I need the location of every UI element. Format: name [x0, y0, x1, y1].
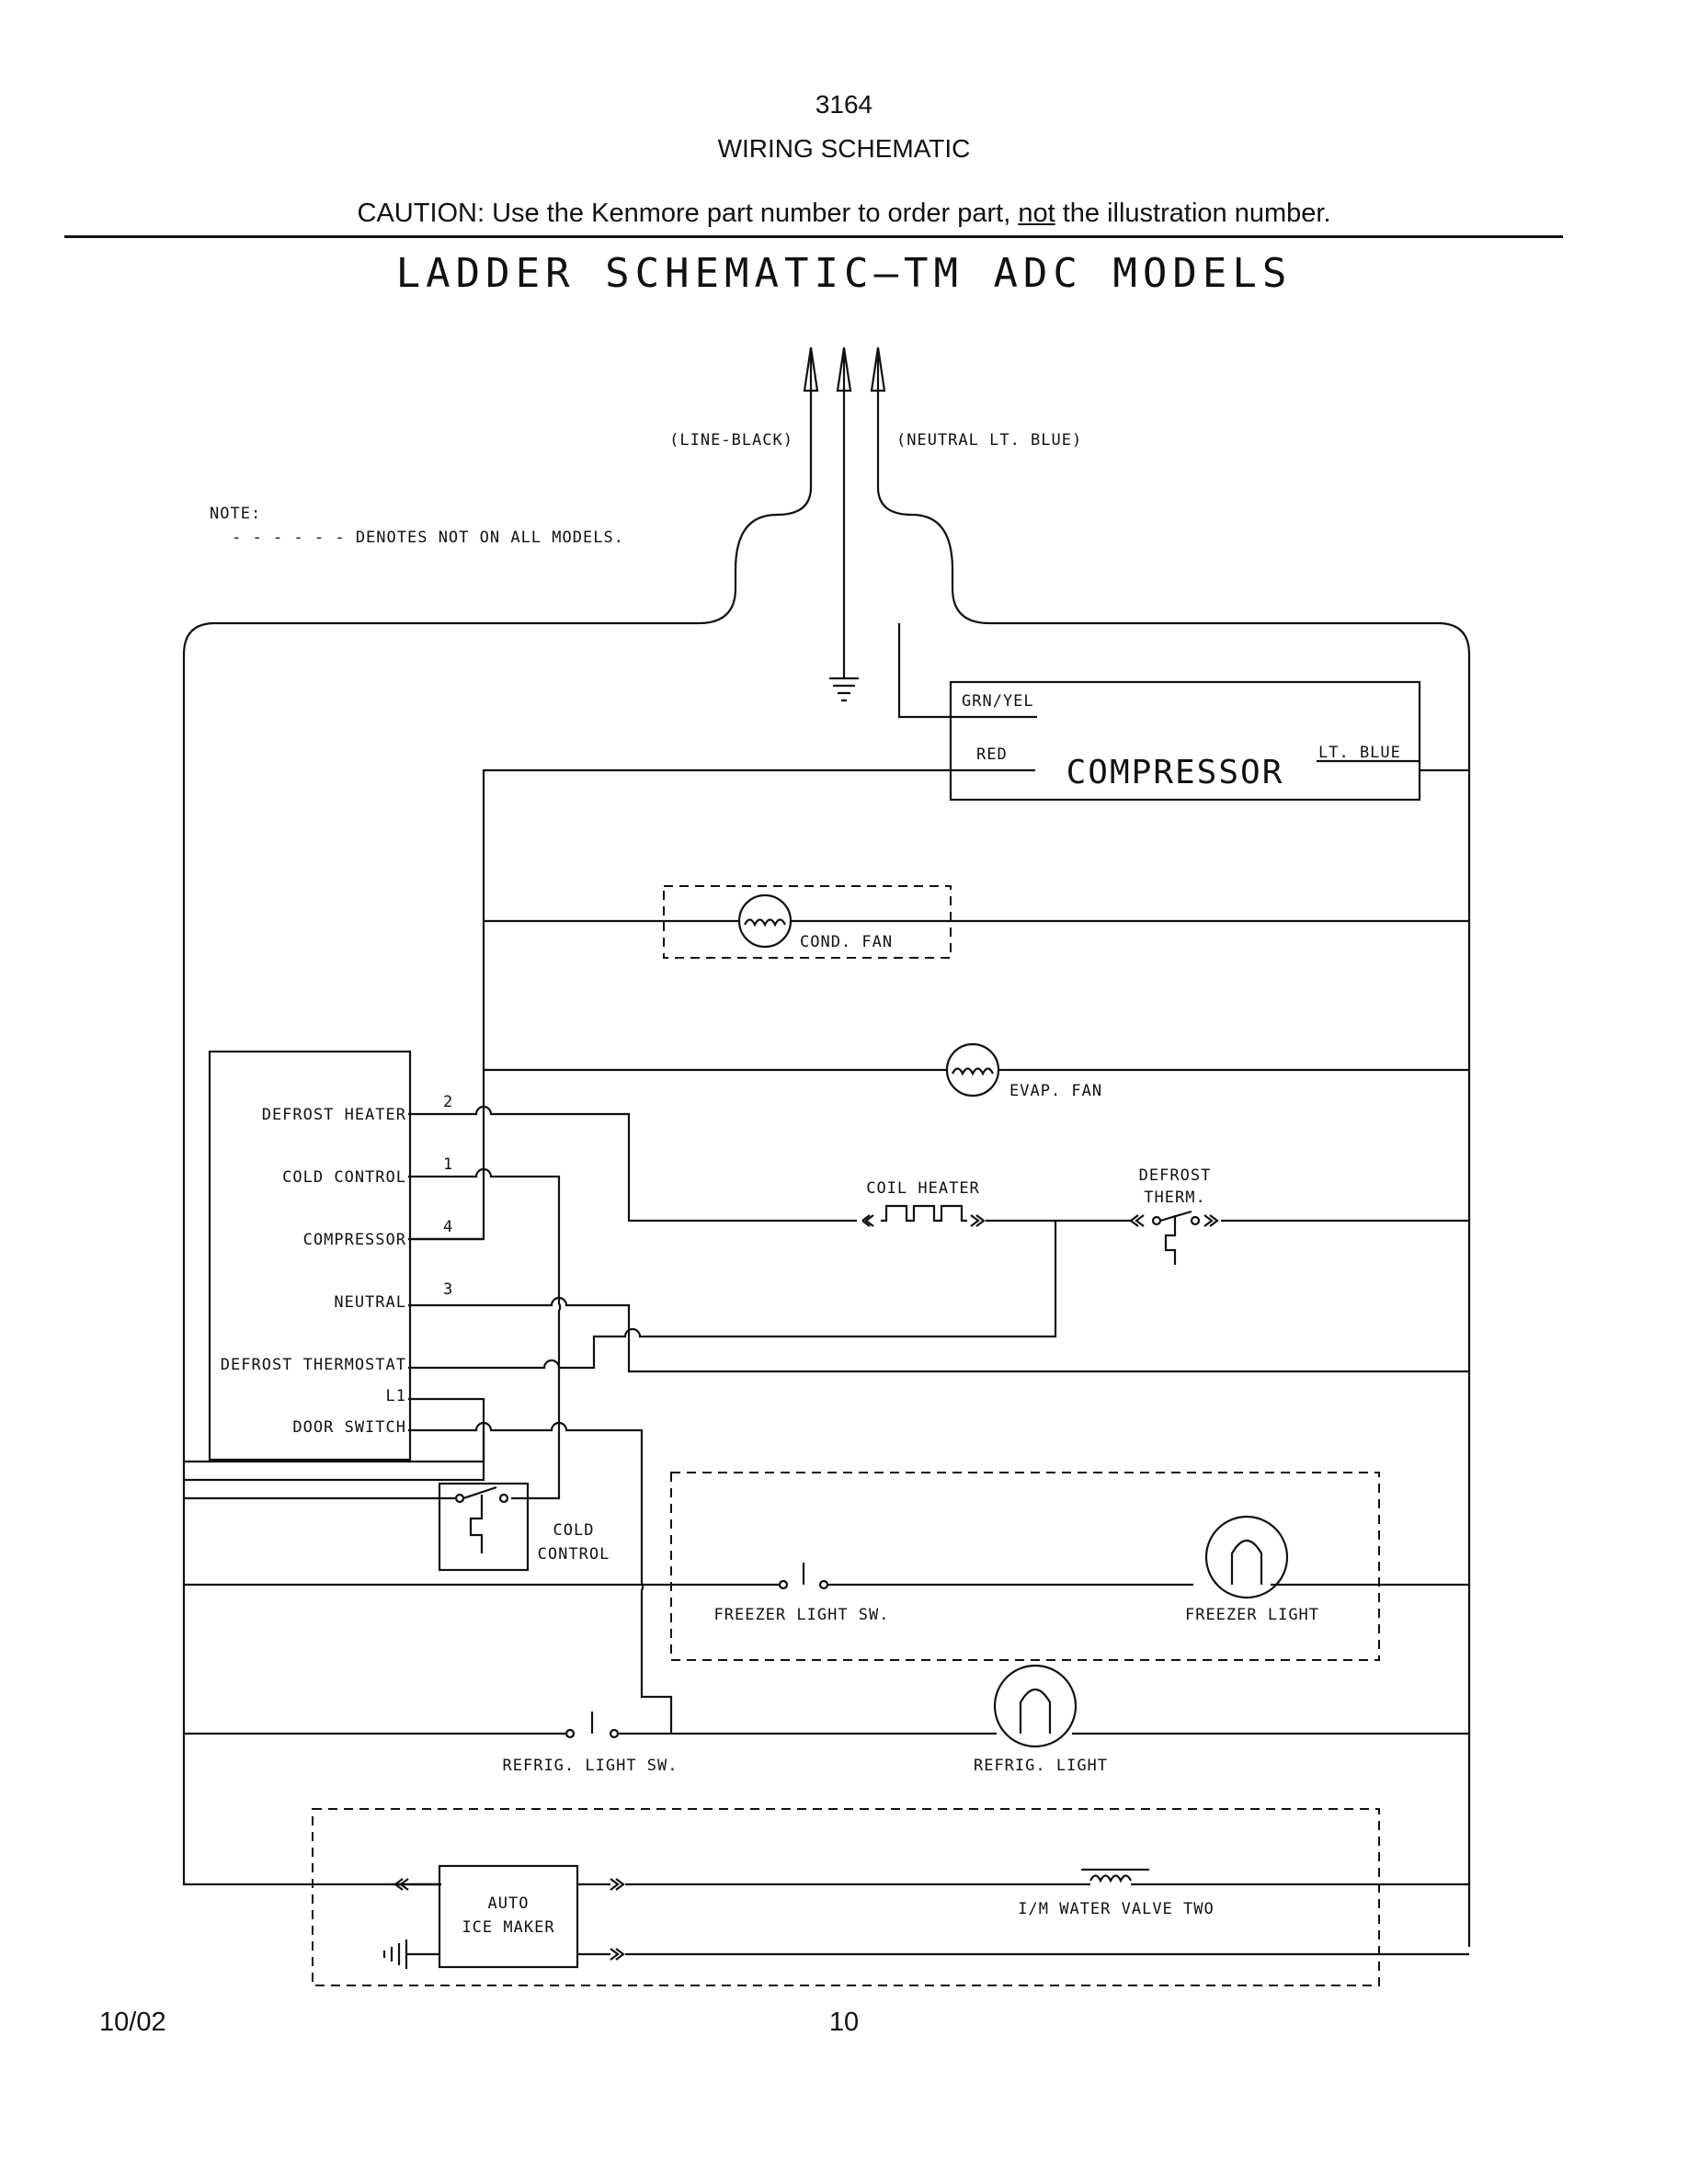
document-number: 3164: [815, 90, 873, 119]
refrig-light-icon: [993, 1664, 1078, 1748]
compressor-label: COMPRESSOR: [1066, 754, 1284, 791]
cond-fan-label: COND. FAN: [800, 933, 893, 951]
refrig-light-switch-icon: [565, 1712, 620, 1739]
neutral-wire: [876, 391, 1471, 1947]
defrost-therm-label-1: DEFROST: [1139, 1166, 1212, 1185]
water-valve-icon: [1081, 1868, 1149, 1886]
freezer-light-switch-icon: [778, 1563, 829, 1590]
red-label: RED: [976, 745, 1008, 764]
ground-icon: [829, 677, 859, 702]
terminal-number-3: 3: [443, 1280, 453, 1299]
cold-control-label-2: CONTROL: [538, 1545, 610, 1564]
line-black-label: (LINE-BLACK): [669, 431, 793, 449]
timer-terminal-defrost-heater: DEFROST HEATER: [262, 1106, 406, 1124]
terminal-number-1: 1: [443, 1155, 453, 1174]
timer-terminal-l1: L1: [386, 1387, 406, 1405]
refrig-light-label: REFRIG. LIGHT: [974, 1757, 1108, 1775]
grn-yel-label: GRN/YEL: [962, 692, 1034, 711]
terminal-number-4: 4: [443, 1218, 453, 1236]
schematic-title: LADDER SCHEMATIC—TM ADC MODELS: [396, 250, 1293, 297]
freezer-light-dashed-box: [670, 1472, 1380, 1661]
footer-date: 10/02: [99, 2008, 166, 2037]
freezer-light-label: FREEZER LIGHT: [1185, 1606, 1319, 1624]
timer-terminal-compressor: COMPRESSOR: [303, 1231, 406, 1249]
refrig-light-sw-label: REFRIG. LIGHT SW.: [503, 1757, 679, 1775]
caution-note: CAUTION: Use the Kenmore part number to …: [0, 199, 1688, 229]
freezer-light-sw-label: FREEZER LIGHT SW.: [714, 1606, 890, 1624]
freezer-light-icon: [1204, 1515, 1289, 1599]
terminal-number-2: 2: [443, 1093, 453, 1111]
footer-page-number: 10: [828, 2008, 860, 2037]
cold-control-label-1: COLD: [553, 1521, 595, 1540]
cond-fan-icon: [737, 893, 793, 949]
line-wire: [182, 391, 813, 1886]
document-title: WIRING SCHEMATIC: [717, 134, 971, 163]
coil-heater-label: COIL HEATER: [866, 1179, 980, 1198]
defrost-timer-box: [208, 1050, 412, 1462]
ice-maker-box: [438, 1864, 579, 1969]
ice-maker-ground-icon: [382, 1939, 439, 1969]
evap-fan-icon: [945, 1042, 1000, 1098]
caution-emphasis: not: [1018, 199, 1055, 228]
compressor-box: [949, 680, 1421, 802]
note-title: NOTE:: [210, 505, 261, 523]
ice-maker-dashed-box: [312, 1808, 1380, 1986]
caution-prefix: CAUTION: Use the Kenmore part number to …: [357, 199, 1019, 228]
timer-terminal-cold-control: COLD CONTROL: [282, 1168, 406, 1187]
note-text: - - - - - - DENOTES NOT ON ALL MODELS.: [232, 529, 624, 547]
defrost-therm-label-2: THERM.: [1144, 1189, 1205, 1207]
timer-terminal-defrost-thermostat: DEFROST THERMOSTAT: [221, 1356, 406, 1374]
defrost-thermostat-icon: [1129, 1210, 1219, 1265]
cold-control-box: [438, 1482, 530, 1572]
coil-heater-icon: [861, 1204, 986, 1227]
lt-blue-label: LT. BLUE: [1318, 744, 1401, 762]
caution-suffix: the illustration number.: [1055, 199, 1331, 228]
timer-terminal-neutral: NEUTRAL: [334, 1293, 406, 1312]
timer-terminal-door-switch: DOOR SWITCH: [292, 1418, 406, 1437]
supply-arrows: [803, 347, 886, 392]
ice-maker-label-2: ICE MAKER: [462, 1918, 554, 1937]
evap-fan-label: EVAP. FAN: [1009, 1082, 1102, 1100]
ice-maker-label-1: AUTO: [488, 1894, 530, 1913]
water-valve-label: I/M WATER VALVE TWO: [1018, 1900, 1214, 1918]
cold-control-switch-icon: [454, 1485, 509, 1553]
neutral-label: (NEUTRAL LT. BLUE): [896, 431, 1082, 449]
header-rule: [64, 235, 1563, 238]
